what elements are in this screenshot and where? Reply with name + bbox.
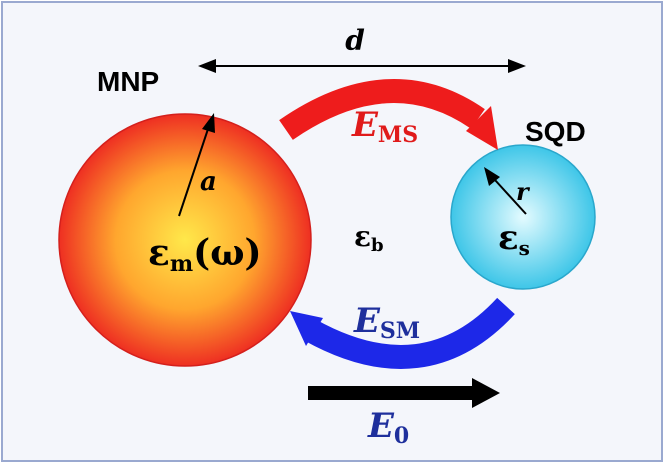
field-ms-label: EMS: [351, 105, 418, 148]
sqd-label: SQD: [525, 116, 586, 147]
field-0-symbol: E: [367, 406, 395, 446]
curved-arrow-left-icon: [290, 297, 515, 369]
mnp-sphere: [58, 113, 312, 367]
mnp-permittivity: εm(ω): [148, 232, 262, 277]
field-0-label: E0: [367, 406, 409, 449]
sqd-sphere: [450, 144, 596, 290]
field-sm-label: ESM: [353, 301, 420, 344]
mnp-permittivity-arg: (ω): [193, 232, 261, 274]
mnp-permittivity-symbol: ε: [148, 232, 170, 274]
mnp-radius-arrow-icon: [178, 113, 215, 217]
sqd-permittivity-symbol: ε: [498, 218, 519, 258]
field-sm-sub: SM: [380, 318, 420, 344]
sqd-radius-arrow-icon: [484, 167, 527, 215]
distance-label: d: [345, 24, 365, 57]
field-ms-sub: MS: [378, 122, 418, 148]
background-permittivity: εb: [354, 220, 384, 256]
background-permittivity-sub: b: [371, 235, 384, 256]
field-sm-symbol: E: [353, 301, 381, 341]
sqd-radius-label: r: [516, 177, 531, 206]
curved-arrow-right-icon: [279, 79, 498, 150]
field-ms-symbol: E: [351, 105, 379, 145]
double-headed-arrow-icon: [198, 59, 526, 73]
sqd-permittivity-sub: s: [519, 236, 530, 260]
mnp-label: MNP: [97, 66, 159, 97]
field-0-sub: 0: [394, 423, 409, 449]
background-permittivity-symbol: ε: [354, 220, 371, 253]
thick-arrow-right-icon: [308, 378, 500, 408]
mnp-radius-label: a: [200, 167, 217, 197]
mnp-permittivity-sub: m: [170, 251, 193, 277]
sqd-permittivity: εs: [498, 218, 530, 260]
